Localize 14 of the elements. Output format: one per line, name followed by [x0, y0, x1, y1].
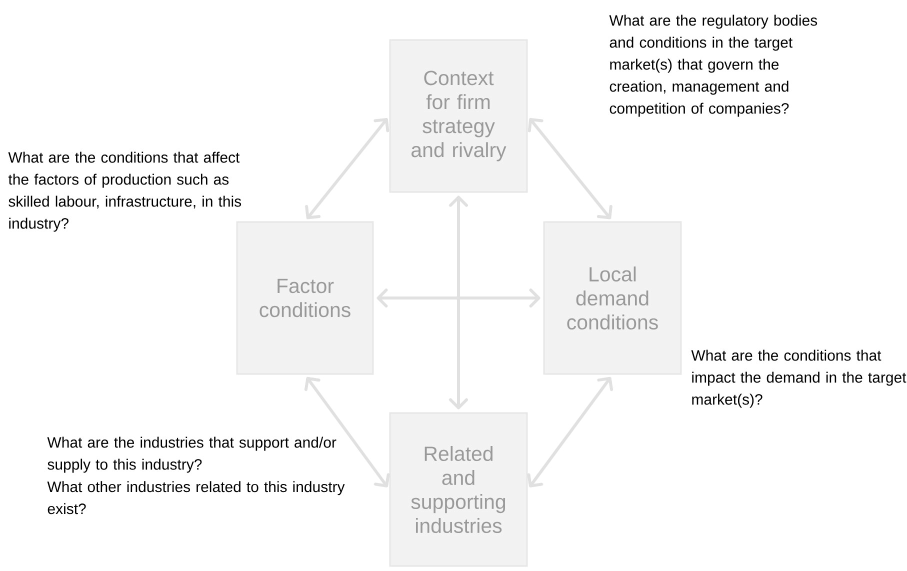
- factor-box: Related and supporting industries: [389, 412, 528, 567]
- question-text: What are the industries that support and/or supply to this industry?: [47, 436, 336, 473]
- double-arrow: [449, 196, 468, 410]
- factor-box: Context for firm strategy and rivalry: [389, 39, 528, 193]
- factor-box: Factor conditions: [236, 221, 374, 375]
- factor-box: Local demand conditions: [543, 221, 682, 375]
- question-text: What are the regulatory bodies and conditions in the target market(s) that govern the creation, management and competition of companies?: [609, 14, 818, 117]
- double-arrow: [527, 376, 614, 488]
- double-arrow: [528, 118, 612, 220]
- double-arrow: [304, 376, 390, 488]
- question-text: What other industries related to this industry exist?: [47, 481, 345, 514]
- question-text: What are the conditions that impact the demand in the target market(s)?: [691, 350, 906, 408]
- double-arrow: [305, 118, 390, 220]
- double-arrow: [376, 288, 540, 308]
